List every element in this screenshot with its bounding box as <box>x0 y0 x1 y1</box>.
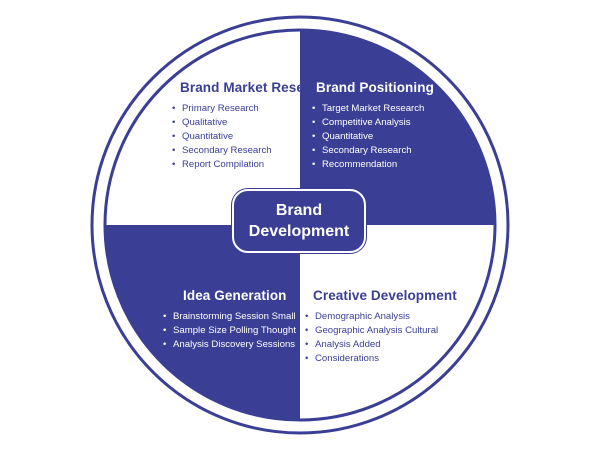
list-item: Competitive Analysis <box>312 116 434 130</box>
list-item: Qualitative <box>172 116 333 130</box>
center-label-line1: Brand <box>275 202 323 219</box>
list-item: Analysis Added <box>305 338 457 352</box>
quadrant-title: Brand Positioning <box>316 80 434 95</box>
list-item: Secondary Research <box>312 144 434 158</box>
list-item: Sample Size Polling Thought <box>163 324 296 338</box>
quadrant-title: Brand Market Research <box>180 80 333 95</box>
bullet-list: Demographic Analysis Geographic Analysis… <box>305 310 457 366</box>
list-item: Primary Research <box>172 102 333 116</box>
quadrant-title: Idea Generation <box>183 288 287 303</box>
list-item: Quantitative <box>312 130 434 144</box>
list-item: Secondary Research <box>172 144 333 158</box>
list-item: Recommendation <box>312 158 434 172</box>
list-item: Report Compilation <box>172 158 333 172</box>
center-label-line2: Development <box>248 223 350 240</box>
list-item: Brainstorming Session Small <box>163 310 296 324</box>
list-item: Analysis Discovery Sessions <box>163 338 296 352</box>
quadrant-creative-development: Creative Development Demographic Analysi… <box>305 288 457 366</box>
list-item: Geographic Analysis Cultural <box>305 324 457 338</box>
list-item: Quantitative <box>172 130 333 144</box>
quadrant-brand-market-research: Brand Market Research Primary Research Q… <box>172 80 333 172</box>
quadrant-title: Creative Development <box>313 288 457 303</box>
center-label-box: Brand Development <box>232 189 366 253</box>
list-item: Considerations <box>305 352 457 366</box>
inner-ring <box>103 28 497 422</box>
quadrant-idea-generation: Idea Generation Brainstorming Session Sm… <box>163 288 296 352</box>
bullet-list: Primary Research Qualitative Quantitativ… <box>172 102 333 172</box>
bullet-list: Target Market Research Competitive Analy… <box>312 102 434 172</box>
bullet-list: Brainstorming Session Small Sample Size … <box>163 310 296 352</box>
list-item: Demographic Analysis <box>305 310 457 324</box>
quadrant-brand-positioning: Brand Positioning Target Market Research… <box>312 80 434 172</box>
list-item: Target Market Research <box>312 102 434 116</box>
